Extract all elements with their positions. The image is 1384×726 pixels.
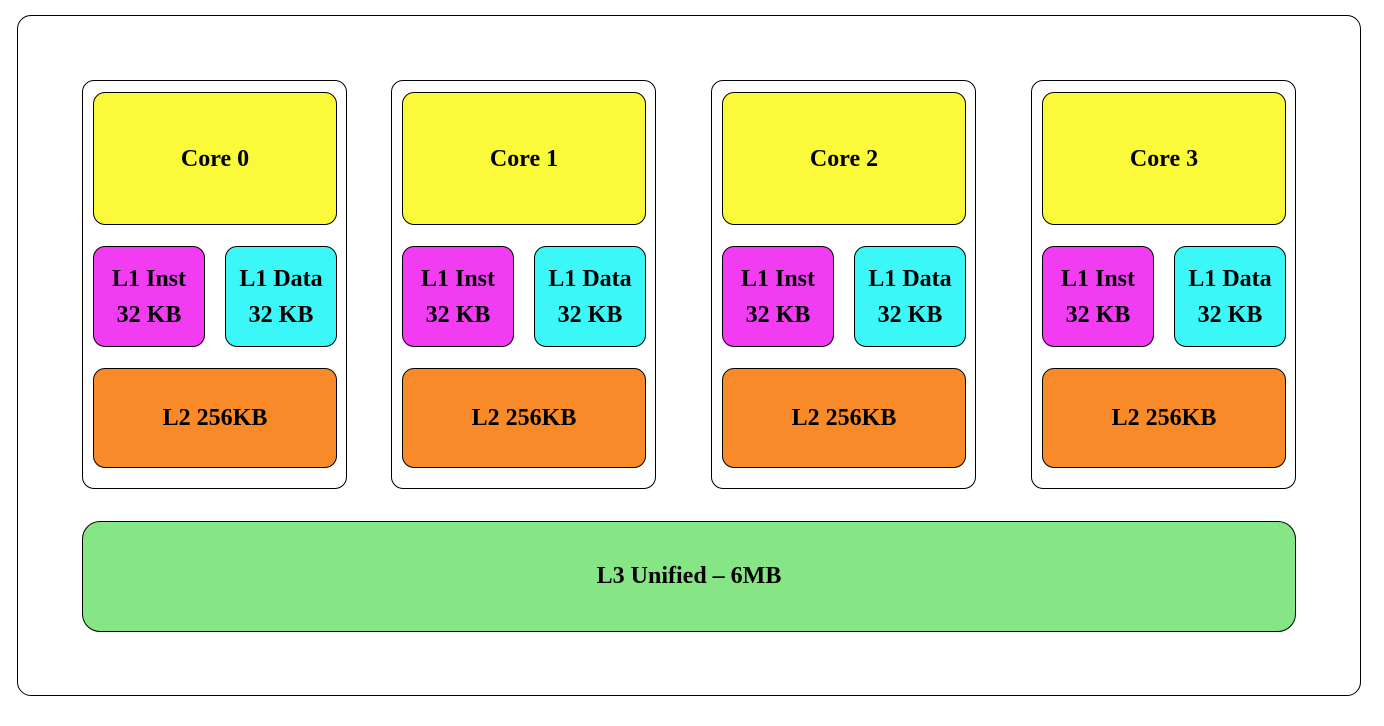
core-block: Core 3	[1042, 92, 1286, 225]
l2-label: L2 256KB	[471, 405, 577, 431]
l1-data-cache: L1 Data 32 KB	[1174, 246, 1286, 347]
core-cluster-1: Core 1 L1 Inst 32 KB L1 Data 32 KB L2 25…	[391, 80, 656, 489]
l1-inst-size: 32 KB	[745, 301, 811, 328]
l1-inst-cache: L1 Inst 32 KB	[402, 246, 514, 347]
l2-label: L2 256KB	[1111, 405, 1217, 431]
l1-inst-label: L1 Inst	[1060, 265, 1136, 292]
l1-data-cache: L1 Data 32 KB	[854, 246, 966, 347]
l1-data-label: L1 Data	[548, 265, 632, 292]
core-label: Core 1	[489, 145, 559, 172]
l2-cache: L2 256KB	[93, 368, 337, 468]
core-block: Core 0	[93, 92, 337, 225]
core-label: Core 0	[180, 145, 250, 172]
l1-data-size: 32 KB	[248, 301, 314, 328]
l2-cache: L2 256KB	[402, 368, 646, 468]
l1-inst-label: L1 Inst	[420, 265, 496, 292]
l2-cache: L2 256KB	[1042, 368, 1286, 468]
core-label: Core 2	[809, 145, 879, 172]
l1-inst-size: 32 KB	[1065, 301, 1131, 328]
l1-data-size: 32 KB	[877, 301, 943, 328]
l1-data-size: 32 KB	[1197, 301, 1263, 328]
core-cluster-3: Core 3 L1 Inst 32 KB L1 Data 32 KB L2 25…	[1031, 80, 1296, 489]
l2-label: L2 256KB	[162, 405, 268, 431]
core-label: Core 3	[1129, 145, 1199, 172]
l1-inst-label: L1 Inst	[740, 265, 816, 292]
l1-data-label: L1 Data	[1188, 265, 1272, 292]
l1-data-cache: L1 Data 32 KB	[534, 246, 646, 347]
l1-data-size: 32 KB	[557, 301, 623, 328]
core-block: Core 2	[722, 92, 966, 225]
core-cluster-2: Core 2 L1 Inst 32 KB L1 Data 32 KB L2 25…	[711, 80, 976, 489]
l1-inst-cache: L1 Inst 32 KB	[93, 246, 205, 347]
l1-data-label: L1 Data	[868, 265, 952, 292]
l1-inst-label: L1 Inst	[111, 265, 187, 292]
l3-label: L3 Unified – 6MB	[596, 563, 782, 589]
l2-cache: L2 256KB	[722, 368, 966, 468]
l3-cache: L3 Unified – 6MB	[82, 521, 1296, 632]
core-cluster-0: Core 0 L1 Inst 32 KB L1 Data 32 KB L2 25…	[82, 80, 347, 489]
core-block: Core 1	[402, 92, 646, 225]
l1-inst-size: 32 KB	[116, 301, 182, 328]
l2-label: L2 256KB	[791, 405, 897, 431]
l1-inst-size: 32 KB	[425, 301, 491, 328]
l1-data-label: L1 Data	[239, 265, 323, 292]
l1-data-cache: L1 Data 32 KB	[225, 246, 337, 347]
l1-inst-cache: L1 Inst 32 KB	[1042, 246, 1154, 347]
l1-inst-cache: L1 Inst 32 KB	[722, 246, 834, 347]
